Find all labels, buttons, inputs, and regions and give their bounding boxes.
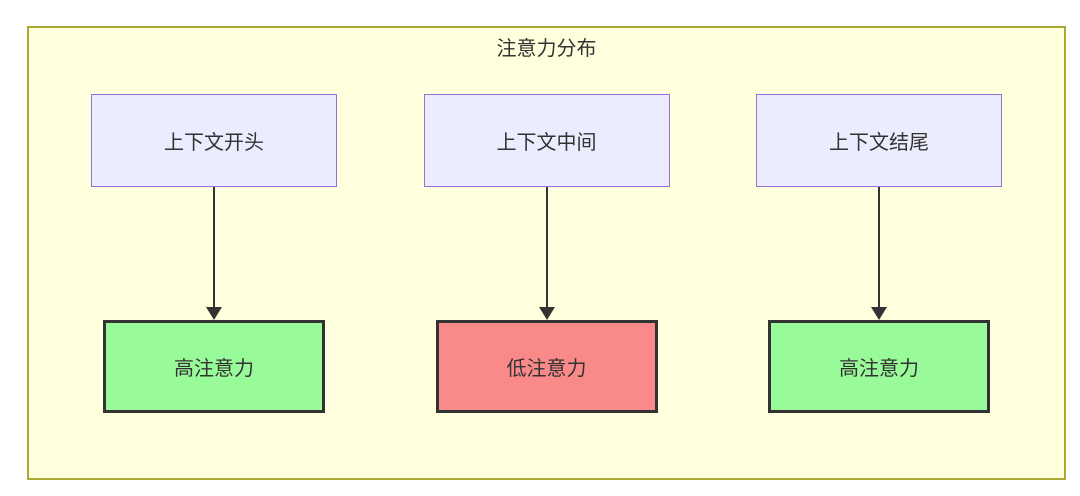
arrow-down-icon [206, 307, 222, 320]
arrow-down-icon [538, 307, 555, 320]
arrow-context-middle [538, 187, 555, 320]
arrow-context-end [871, 187, 887, 320]
diagram-title: 注意力分布 [496, 38, 597, 60]
diagram-columns: 上下文开头 高注意力 上下文中间 低注意力 上下文结尾 高注意力 [29, 94, 1064, 413]
flow-column-context-middle: 上下文中间 低注意力 [423, 94, 670, 413]
flow-column-context-end: 上下文结尾 高注意力 [756, 94, 1002, 413]
node-high-attention-2: 高注意力 [768, 320, 990, 413]
node-context-beginning: 上下文开头 [91, 94, 337, 187]
arrow-line [213, 187, 215, 307]
node-context-end: 上下文结尾 [756, 94, 1002, 187]
arrow-context-beginning [206, 187, 222, 320]
arrow-down-icon [871, 307, 887, 320]
node-high-attention-1: 高注意力 [103, 320, 325, 413]
node-low-attention: 低注意力 [435, 320, 658, 413]
attention-distribution-diagram: 注意力分布 上下文开头 高注意力 上下文中间 低注意力 上下文结尾 高注 [27, 26, 1066, 480]
flow-column-context-beginning: 上下文开头 高注意力 [91, 94, 337, 413]
node-context-middle: 上下文中间 [423, 94, 670, 187]
arrow-line [878, 187, 880, 307]
arrow-line [545, 187, 548, 307]
